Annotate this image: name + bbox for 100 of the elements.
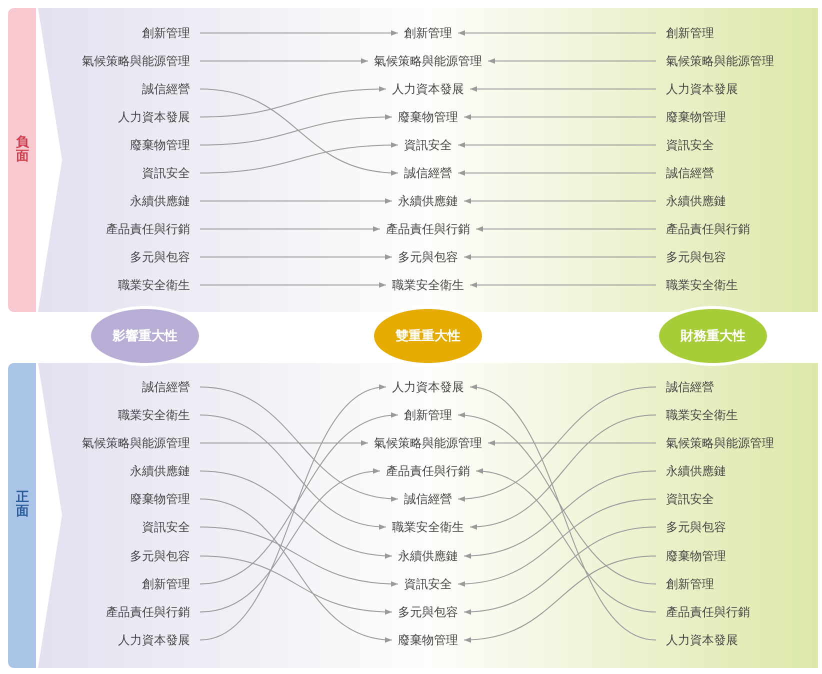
arrow xyxy=(200,386,386,640)
topic-label: 資訊安全 xyxy=(666,137,714,153)
arrow xyxy=(464,114,656,120)
arrow xyxy=(200,58,368,64)
arrow xyxy=(458,30,656,36)
topic-label: 職業安全衛生 xyxy=(118,277,190,293)
topic-label: 氣候策略與能源管理 xyxy=(374,53,482,69)
topic-label: 職業安全衛生 xyxy=(666,277,738,293)
topic-label: 多元與包容 xyxy=(398,249,458,265)
arrow xyxy=(200,88,398,176)
topic-label: 創新管理 xyxy=(404,25,452,41)
arrow xyxy=(458,413,656,584)
category-oval: 影響重大性 xyxy=(88,306,202,366)
topic-label: 永續供應鏈 xyxy=(130,193,190,209)
topic-label: 人力資本發展 xyxy=(392,81,464,97)
topic-label: 誠信經營 xyxy=(142,81,190,97)
side-tab xyxy=(8,8,36,312)
topic-label: 廢棄物管理 xyxy=(666,109,726,125)
topic-label: 人力資本發展 xyxy=(392,379,464,395)
arrow xyxy=(488,58,656,64)
arrow xyxy=(464,556,656,642)
arrow xyxy=(470,86,656,92)
topic-label: 創新管理 xyxy=(666,25,714,41)
topic-label: 資訊安全 xyxy=(142,519,190,535)
topic-label: 誠信經營 xyxy=(142,379,190,395)
arrow xyxy=(476,226,656,232)
topic-label: 多元與包容 xyxy=(666,249,726,265)
arrow xyxy=(470,414,656,530)
arrow xyxy=(470,386,656,640)
topic-label: 誠信經營 xyxy=(666,379,714,395)
topic-label: 永續供應鏈 xyxy=(666,463,726,479)
topic-label: 廢棄物管理 xyxy=(398,632,458,648)
arrow xyxy=(458,498,656,586)
tab-label: 負面 xyxy=(16,136,29,165)
arrow xyxy=(200,282,386,288)
arrow xyxy=(200,198,392,204)
arrow xyxy=(200,386,398,502)
arrow xyxy=(458,386,656,502)
topic-label: 職業安全衛生 xyxy=(392,277,464,293)
arrow xyxy=(476,469,656,612)
arrow xyxy=(458,142,656,148)
arrow xyxy=(464,198,656,204)
topic-label: 人力資本發展 xyxy=(118,109,190,125)
category-oval: 雙重重大性 xyxy=(371,306,485,366)
topic-label: 創新管理 xyxy=(142,576,190,592)
topic-label: 多元與包容 xyxy=(130,249,190,265)
category-oval: 財務重大性 xyxy=(656,306,770,366)
arrow xyxy=(464,526,656,614)
arrow xyxy=(464,470,656,558)
arrow xyxy=(200,470,392,558)
topic-label: 創新管理 xyxy=(404,407,452,423)
arrow xyxy=(200,440,368,446)
arrow xyxy=(488,440,656,446)
topic-label: 創新管理 xyxy=(666,576,714,592)
topic-label: 產品責任與行銷 xyxy=(386,221,470,237)
topic-label: 創新管理 xyxy=(142,25,190,41)
arrow xyxy=(200,556,392,614)
topic-label: 資訊安全 xyxy=(666,491,714,507)
arrow xyxy=(200,469,380,612)
topic-label: 職業安全衛生 xyxy=(666,407,738,423)
topic-label: 氣候策略與能源管理 xyxy=(374,435,482,451)
arrow xyxy=(458,170,656,176)
arrow xyxy=(200,498,392,642)
topic-label: 廢棄物管理 xyxy=(130,137,190,153)
topic-label: 產品責任與行銷 xyxy=(106,604,190,620)
topic-label: 廢棄物管理 xyxy=(398,109,458,125)
arrow xyxy=(200,226,380,232)
topic-label: 人力資本發展 xyxy=(666,632,738,648)
topic-label: 人力資本發展 xyxy=(118,632,190,648)
arrow xyxy=(200,30,398,36)
topic-label: 資訊安全 xyxy=(404,137,452,153)
topic-label: 永續供應鏈 xyxy=(398,193,458,209)
topic-label: 氣候策略與能源管理 xyxy=(82,435,190,451)
arrow xyxy=(200,254,392,260)
topic-label: 產品責任與行銷 xyxy=(666,221,750,237)
topic-label: 永續供應鏈 xyxy=(666,193,726,209)
arrow xyxy=(200,142,398,174)
arrow xyxy=(464,254,656,260)
topic-label: 氣候策略與能源管理 xyxy=(666,435,774,451)
topic-label: 廢棄物管理 xyxy=(666,548,726,564)
topic-label: 永續供應鏈 xyxy=(398,548,458,564)
arrow xyxy=(470,282,656,288)
topic-label: 產品責任與行銷 xyxy=(386,463,470,479)
topic-label: 產品責任與行銷 xyxy=(666,604,750,620)
topic-label: 資訊安全 xyxy=(142,165,190,181)
topic-label: 誠信經營 xyxy=(404,165,452,181)
topic-label: 多元與包容 xyxy=(398,604,458,620)
arrow xyxy=(200,526,398,586)
topic-label: 多元與包容 xyxy=(666,519,726,535)
topic-label: 永續供應鏈 xyxy=(130,463,190,479)
topic-label: 氣候策略與能源管理 xyxy=(82,53,190,69)
arrow xyxy=(200,414,386,530)
arrow xyxy=(200,114,392,146)
topic-label: 資訊安全 xyxy=(404,576,452,592)
topic-label: 多元與包容 xyxy=(130,548,190,564)
topic-label: 誠信經營 xyxy=(666,165,714,181)
topic-label: 廢棄物管理 xyxy=(130,491,190,507)
arrow xyxy=(200,86,386,118)
topic-label: 氣候策略與能源管理 xyxy=(666,53,774,69)
tab-label: 正面 xyxy=(16,491,29,520)
